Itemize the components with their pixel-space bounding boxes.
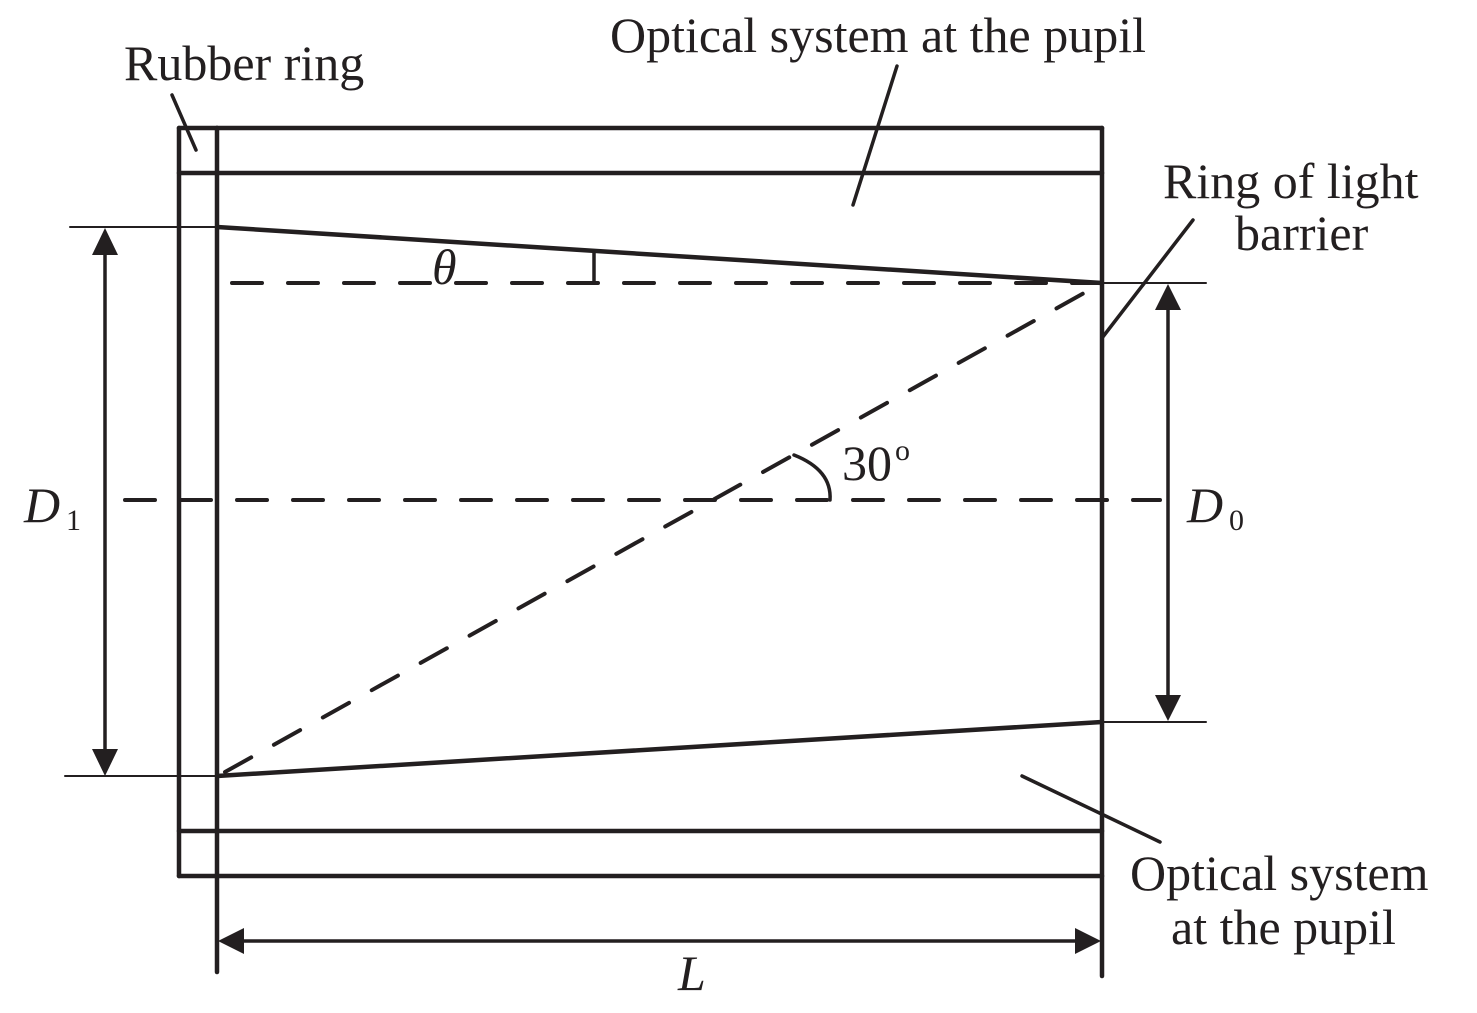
dashed-reference-lines bbox=[123, 281, 1162, 774]
d1-symbol: D bbox=[23, 477, 60, 533]
d1-subscript: 1 bbox=[66, 504, 81, 537]
d0-arrow-down-head bbox=[1155, 695, 1181, 721]
length-symbol: L bbox=[677, 945, 706, 1001]
tube-body bbox=[176, 125, 1105, 979]
angle-markers bbox=[592, 251, 832, 502]
leader-lines bbox=[170, 64, 1195, 844]
diagonal-30deg-dashed-line bbox=[223, 281, 1104, 774]
l-arrow-left-head bbox=[218, 928, 244, 954]
theta-symbol: θ bbox=[432, 239, 457, 295]
taper-bottom-line bbox=[214, 719, 1105, 779]
d0-arrow-up-head bbox=[1155, 284, 1181, 310]
optical-system-bottom-label-line1: Optical system bbox=[1130, 845, 1429, 901]
light-barrier-label-line1: Ring of light bbox=[1163, 153, 1419, 209]
degree-mark: o bbox=[895, 434, 910, 467]
d1-arrow-up-head bbox=[92, 228, 118, 255]
light-barrier-leader-line bbox=[1100, 218, 1195, 340]
d1-arrow-down-head bbox=[92, 749, 118, 776]
l-dimension bbox=[218, 928, 1101, 954]
thirty-degree-label: 30 o bbox=[842, 434, 910, 491]
d0-subscript: 0 bbox=[1229, 504, 1244, 537]
optical-system-bottom-leader-line bbox=[1020, 774, 1162, 844]
optical-system-top-leader-line bbox=[851, 64, 899, 207]
light-barrier-label-line2: barrier bbox=[1235, 205, 1369, 261]
taper-top-line bbox=[214, 224, 1105, 286]
optical-system-top-label: Optical system at the pupil bbox=[610, 7, 1146, 63]
d0-symbol: D bbox=[1186, 477, 1223, 533]
optical-system-bottom-label-line2: at the pupil bbox=[1171, 899, 1396, 955]
thirty-degree-arc bbox=[792, 453, 832, 502]
angle-value: 30 bbox=[842, 435, 892, 491]
d0-label: D 0 bbox=[1186, 477, 1244, 537]
rubber-ring-label: Rubber ring bbox=[124, 35, 364, 91]
rubber-ring-leader-line bbox=[170, 93, 198, 152]
d0-dimension bbox=[1155, 284, 1181, 721]
light-barrier-taper bbox=[64, 224, 1207, 779]
d1-label: D 1 bbox=[23, 477, 81, 537]
l-arrow-right-head bbox=[1075, 928, 1101, 954]
d1-dimension bbox=[92, 228, 118, 776]
